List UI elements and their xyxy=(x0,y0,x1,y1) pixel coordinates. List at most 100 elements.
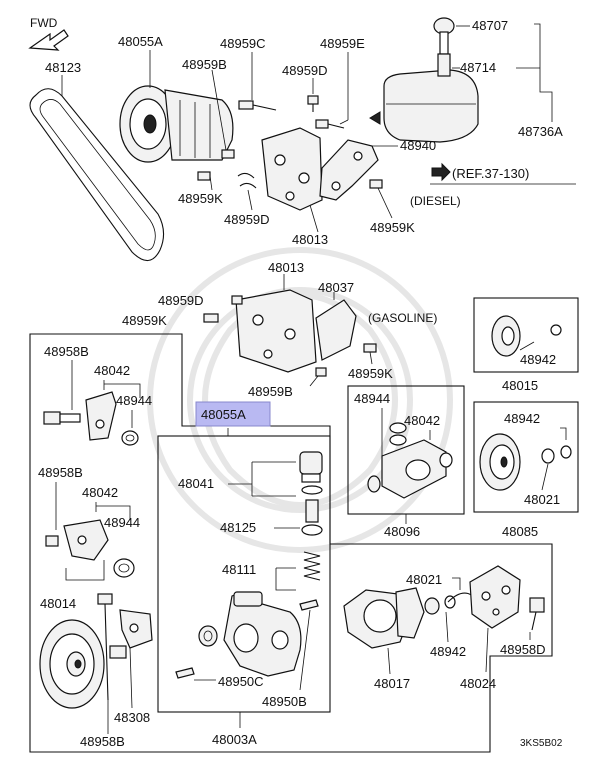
part-label-48942-85: 48942 xyxy=(504,411,540,426)
watermark-emblem xyxy=(147,247,453,553)
seal-48021-bottom xyxy=(424,595,456,615)
bolt-48959K-diesel xyxy=(369,179,383,189)
bracket-48042-mid xyxy=(63,519,109,561)
bolt-48959E xyxy=(315,119,345,129)
part-label-48959E: 48959E xyxy=(320,36,365,51)
part-label-48037: 48037 xyxy=(318,280,354,295)
part-label-48015: 48015 xyxy=(502,378,538,393)
ref-arrow-icon xyxy=(431,162,451,182)
part-label-48959D-top: 48959D xyxy=(282,63,328,78)
kit-box-48085 xyxy=(473,401,579,513)
part-label-48013-gasoline: 48013 xyxy=(268,260,304,275)
bolt-48959D-top xyxy=(307,95,319,112)
part-label-48308: 48308 xyxy=(114,710,150,725)
part-label-48055A-highlight: 48055A xyxy=(201,407,246,422)
bolt-48959B-top xyxy=(221,149,235,159)
part-label-48959C: 48959C xyxy=(220,36,266,51)
spring-48111 xyxy=(303,551,321,581)
gasket-48096 xyxy=(367,422,453,499)
part-label-48944-mid: 48944 xyxy=(104,515,140,530)
part-label-48021-85: 48021 xyxy=(524,492,560,507)
part-label-48041: 48041 xyxy=(178,476,214,491)
reservoir-tank xyxy=(369,69,479,143)
kit-box-48015 xyxy=(473,297,579,373)
bracket-48042-top xyxy=(85,391,117,441)
bolt-48959K-gasoline-left xyxy=(203,313,219,323)
bracket-48013-top xyxy=(261,127,323,211)
highlight-48055A xyxy=(195,401,271,427)
bolt-48958D xyxy=(529,597,545,631)
part-label-48024: 48024 xyxy=(460,676,496,691)
part-label-48707: 48707 xyxy=(472,18,508,33)
gasoline-note: (GASOLINE) xyxy=(368,311,437,325)
valve-48041 xyxy=(299,451,323,495)
bolt-48958B-bottom xyxy=(97,593,113,701)
part-label-48959D-gasoline: 48959D xyxy=(158,293,204,308)
o-ring-48944-mid xyxy=(113,558,135,578)
pulley-48085 xyxy=(479,433,572,491)
seal-ring xyxy=(198,625,218,647)
pin-48950B xyxy=(299,599,319,611)
pulley-48015 xyxy=(491,315,562,357)
bolt-48959K-top xyxy=(197,171,211,181)
assembly-boundary xyxy=(29,333,553,753)
part-label-48959K-top: 48959K xyxy=(178,191,223,206)
inner-kit-box xyxy=(157,435,331,713)
part-label-48942-bottom: 48942 xyxy=(430,644,466,659)
part-label-48959B-gasoline: 48959B xyxy=(248,384,293,399)
bolt-48959B-gasoline xyxy=(315,367,327,377)
cover-48024 xyxy=(469,565,521,629)
part-label-48714: 48714 xyxy=(460,60,496,75)
part-label-48959K-gasoline-left: 48959K xyxy=(122,313,167,328)
v-belt xyxy=(29,88,165,262)
part-label-48096: 48096 xyxy=(384,524,420,539)
pump-body-48003A xyxy=(223,591,302,677)
power-steering-pump-top xyxy=(119,85,234,163)
part-label-48944-top: 48944 xyxy=(116,393,152,408)
part-label-48942-15: 48942 xyxy=(520,352,556,367)
ref-note: (REF.37-130) xyxy=(452,166,529,181)
part-label-48085: 48085 xyxy=(502,524,538,539)
bolt-48959K-gasoline-right xyxy=(363,343,377,353)
fwd-label: FWD xyxy=(30,16,58,30)
pin-48950C xyxy=(175,667,195,679)
part-label-48021-bottom: 48021 xyxy=(406,572,442,587)
diagram-code: 3KS5B02 xyxy=(520,738,563,749)
bolt-48959D-mid xyxy=(237,172,257,189)
part-label-48013-top: 48013 xyxy=(292,232,328,247)
part-label-48958B-top: 48958B xyxy=(44,344,89,359)
fwd-arrow-icon xyxy=(28,29,69,51)
part-label-48111: 48111 xyxy=(222,562,256,577)
part-label-48959B-top: 48959B xyxy=(182,57,227,72)
part-label-48125: 48125 xyxy=(220,520,256,535)
part-label-48959K-diesel: 48959K xyxy=(370,220,415,235)
part-label-48950B: 48950B xyxy=(262,694,307,709)
part-label-48014: 48014 xyxy=(40,596,76,611)
part-label-48003A: 48003A xyxy=(212,732,257,747)
part-label-48042-top: 48042 xyxy=(94,363,130,378)
bracket-48013-gasoline xyxy=(235,289,317,373)
o-ring-48944-top xyxy=(121,430,139,446)
bracket-48940 xyxy=(319,139,379,201)
part-label-48944-kit: 48944 xyxy=(354,391,390,406)
gasket-48017 xyxy=(343,587,425,649)
part-label-48958B-mid: 48958B xyxy=(38,465,83,480)
part-label-48042-mid: 48042 xyxy=(82,485,118,500)
part-label-48959D-mid: 48959D xyxy=(224,212,270,227)
part-label-48123: 48123 xyxy=(45,60,81,75)
part-label-48959K-gasoline-right: 48959K xyxy=(348,366,393,381)
part-label-48017: 48017 xyxy=(374,676,410,691)
part-label-48950C: 48950C xyxy=(218,674,264,689)
part-label-48958D: 48958D xyxy=(500,642,546,657)
bracket-48308 xyxy=(119,609,153,649)
bolt-48959C xyxy=(238,100,277,111)
diesel-note: (DIESEL) xyxy=(410,194,461,208)
bracket-48037 xyxy=(315,299,357,361)
reservoir-cap-48707 xyxy=(433,17,455,77)
part-label-48055A-top: 48055A xyxy=(118,34,163,49)
part-label-48042-kit: 48042 xyxy=(404,413,440,428)
pulley-48014 xyxy=(39,619,127,709)
valve-48125 xyxy=(301,499,323,536)
part-label-48958B-bottom: 48958B xyxy=(80,734,125,749)
